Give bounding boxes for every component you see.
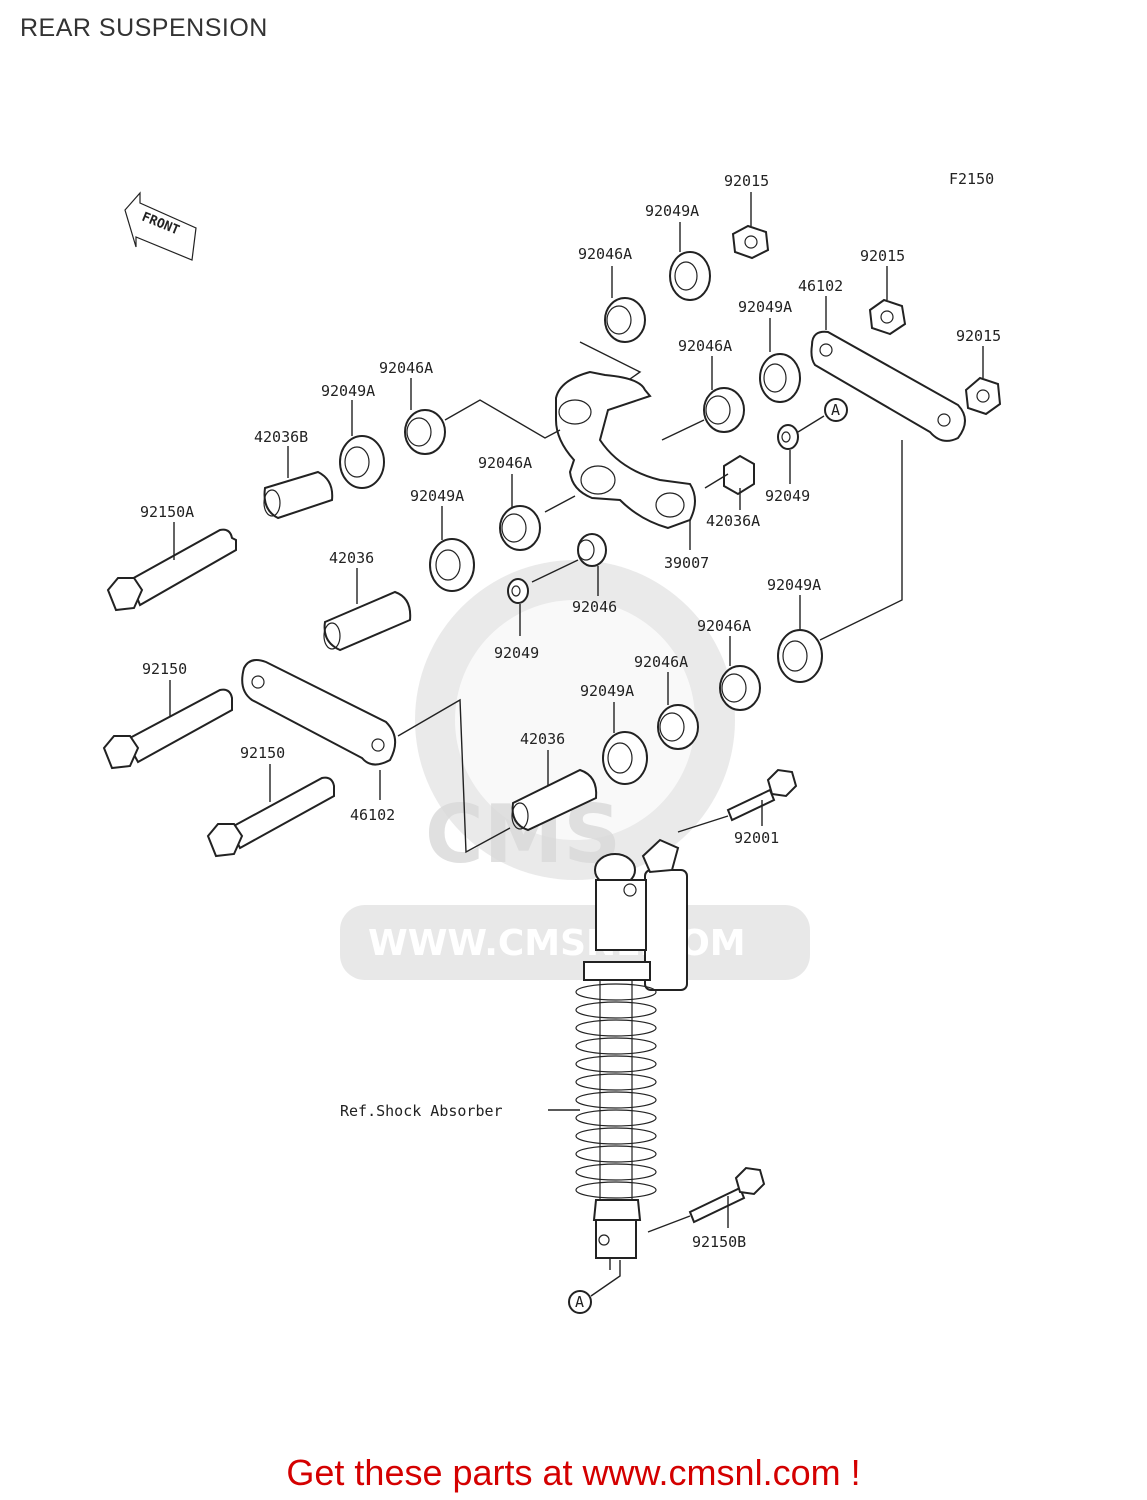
sleeve-42036-bottom-icon — [511, 768, 598, 832]
bearing-92046A-center-icon — [703, 387, 745, 433]
washer-92049-center-icon — [507, 578, 529, 604]
part-label[interactable]: 42036 — [520, 730, 565, 748]
footer-link[interactable]: Get these parts at www.cmsnl.com ! — [286, 1452, 861, 1493]
collar-92049A-mid-icon — [429, 538, 475, 592]
part-label[interactable]: 92049 — [765, 487, 810, 505]
tie-rod-46102-left-icon — [241, 659, 397, 766]
parts-diagram: CMS WWW.CMSNL.COM FRONT F2150 — [102, 170, 1002, 1314]
part-label[interactable]: 92150 — [142, 660, 187, 678]
part-label[interactable]: 46102 — [350, 806, 395, 824]
part-label[interactable]: 92150B — [692, 1233, 746, 1251]
front-label: FRONT — [140, 210, 182, 239]
sleeve-42036A-icon — [723, 454, 755, 496]
sleeve-42036-left-icon — [323, 590, 412, 652]
part-label[interactable]: 92046A — [379, 359, 433, 377]
rocker-arm-39007-icon — [555, 370, 696, 530]
part-label[interactable]: 92049A — [738, 298, 792, 316]
collar-92049A-lower-icon — [777, 629, 823, 683]
ref-marker-bottom-label: A — [575, 1293, 584, 1311]
part-label[interactable]: 42036 — [329, 549, 374, 567]
reference-marker-bottom: A — [568, 1290, 592, 1314]
bolt-92001-icon — [726, 768, 798, 822]
bolt-92150-upper-icon — [102, 688, 233, 770]
washer-92049-right-icon — [777, 424, 799, 450]
sleeve-42036B-icon — [263, 470, 334, 520]
bearing-92046A-left-icon — [404, 409, 446, 455]
part-label[interactable]: 92049A — [321, 382, 375, 400]
bearing-92046A-top-icon — [604, 297, 646, 343]
part-label[interactable]: 39007 — [664, 554, 709, 572]
part-label[interactable]: 92049A — [767, 576, 821, 594]
bearing-92046A-mid-icon — [499, 505, 541, 551]
front-arrow-icon: FRONT — [124, 191, 197, 261]
part-label[interactable]: 92150A — [140, 503, 194, 521]
nut-92015-right-icon — [964, 376, 1002, 416]
collar-92049A-right-icon — [759, 353, 801, 403]
bolt-92150A-icon — [106, 528, 237, 612]
collar-92049A-left-icon — [339, 435, 385, 489]
part-label[interactable]: 46102 — [798, 277, 843, 295]
tie-rod-46102-right-icon — [810, 330, 966, 442]
nut-92015-top-icon — [731, 224, 770, 260]
ref-marker-top-label: A — [831, 401, 840, 419]
shock-absorber-icon — [575, 838, 688, 1259]
part-label[interactable]: 92015 — [724, 172, 769, 190]
part-label[interactable]: 92046A — [634, 653, 688, 671]
part-label[interactable]: 92001 — [734, 829, 779, 847]
bearing-92046A-lower2-icon — [657, 704, 699, 750]
part-label[interactable]: 92049A — [645, 202, 699, 220]
bolt-92150-lower-icon — [206, 776, 335, 858]
part-label[interactable]: 92049A — [580, 682, 634, 700]
part-label[interactable]: 92015 — [956, 327, 1001, 345]
part-label[interactable]: 42036A — [706, 512, 760, 530]
collar-92049A-bottom-icon — [602, 731, 648, 785]
part-label[interactable]: 92046A — [578, 245, 632, 263]
part-label[interactable]: 92049 — [494, 644, 539, 662]
part-label[interactable]: 92150 — [240, 744, 285, 762]
figure-id: F2150 — [949, 170, 994, 188]
part-label[interactable]: 92046A — [478, 454, 532, 472]
watermark-text: WWW.CMSNL.COM — [368, 923, 746, 964]
bearing-92046A-lower1-icon — [719, 665, 761, 711]
needle-bearing-92046-icon — [577, 533, 607, 567]
part-label[interactable]: 92049A — [410, 487, 464, 505]
page-title: REAR SUSPENSION — [20, 14, 268, 42]
bolt-92150B-icon — [688, 1166, 766, 1224]
part-label[interactable]: 42036B — [254, 428, 308, 446]
nut-92015-mid-icon — [868, 298, 907, 336]
part-label[interactable]: 92015 — [860, 247, 905, 265]
part-label[interactable]: 92046A — [697, 617, 751, 635]
part-label[interactable]: 92046A — [678, 337, 732, 355]
part-label[interactable]: 92046 — [572, 598, 617, 616]
collar-92049A-top-icon — [669, 251, 711, 301]
ref-shock-label: Ref.Shock Absorber — [340, 1102, 503, 1120]
reference-marker-top: A — [824, 398, 848, 422]
